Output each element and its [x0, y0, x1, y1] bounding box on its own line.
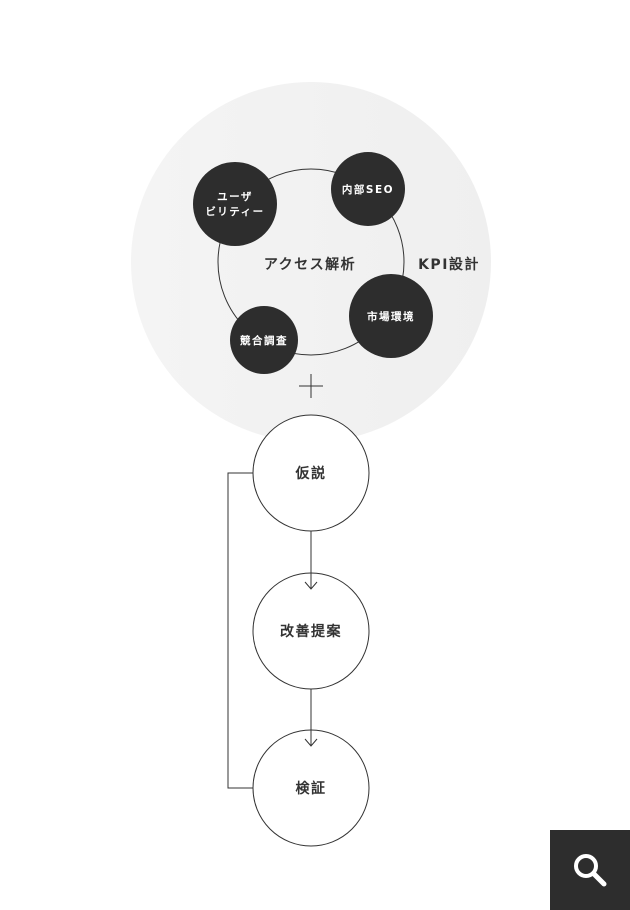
- feedback-loop-line: [227, 472, 271, 789]
- step-improvement-proposal: 改善提案: [252, 572, 370, 690]
- node-internal-seo: 内部SEO: [331, 152, 405, 226]
- arrow-hypothesis-to-proposal: [304, 531, 318, 590]
- node-competitor-research-label: 競合調査: [240, 334, 288, 347]
- arrow-proposal-to-verification: [304, 689, 318, 747]
- plus-icon: [299, 374, 323, 398]
- step-verification-label: 検証: [296, 780, 327, 797]
- step-improvement-proposal-label: 改善提案: [280, 623, 342, 640]
- search-icon: [574, 854, 607, 887]
- access-analysis-label: アクセス解析: [264, 256, 356, 273]
- kpi-design-label: KPI設計: [418, 256, 480, 273]
- node-market-environment: 市場環境: [349, 274, 433, 358]
- node-usability-label-line1: ユーザ: [217, 191, 253, 203]
- step-hypothesis-label: 仮説: [295, 465, 327, 482]
- search-button[interactable]: [550, 830, 630, 910]
- node-usability-label-line2: ビリティー: [205, 205, 264, 218]
- analysis-ring: [217, 168, 405, 356]
- node-competitor-research: 競合調査: [230, 306, 298, 374]
- node-market-environment-label: 市場環境: [367, 310, 415, 323]
- step-verification: 検証: [252, 729, 370, 847]
- node-internal-seo-label: 内部SEO: [342, 183, 394, 196]
- step-hypothesis: 仮説: [252, 414, 370, 532]
- node-usability: ユーザ ビリティー: [193, 162, 277, 246]
